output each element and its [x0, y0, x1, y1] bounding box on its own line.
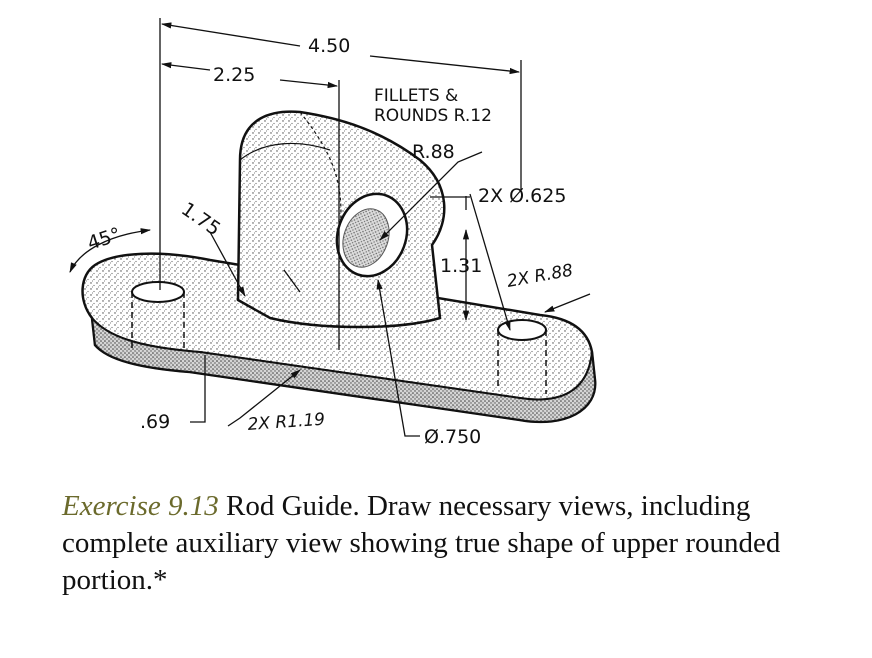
dim-angle: 45°	[85, 223, 124, 254]
dim-upright-height: 1.75	[177, 198, 224, 240]
dim-half-width: 2.25	[213, 64, 255, 86]
rod-guide-drawing: 4.50 2.25 FILLETS & ROUNDS R.12 R.88 2X …	[69, 18, 597, 448]
exercise-description: Draw necessary views, including complete…	[62, 490, 781, 596]
dim-base-thickness: .69	[140, 411, 170, 433]
note-fillets-line1: FILLETS &	[374, 86, 458, 106]
dim-holes: 2X Ø.625	[478, 185, 566, 207]
exercise-title: Rod Guide.	[218, 490, 360, 522]
bore	[335, 192, 409, 278]
dim-bore-diameter: Ø.750	[424, 426, 481, 448]
left-hole	[131, 281, 185, 352]
dim-hole-height: 1.31	[440, 255, 482, 277]
exercise-label: Exercise 9.13	[62, 490, 219, 522]
exercise-caption: Exercise 9.13 Rod Guide. Draw necessary …	[62, 488, 852, 599]
dimension-lines	[69, 18, 591, 437]
dim-end-radius: 2X R.88	[505, 261, 574, 292]
dim-overall-width: 4.50	[308, 35, 350, 57]
note-fillets-line2: ROUNDS R.12	[374, 106, 492, 126]
dim-boss-radius: 2X R1.19	[247, 410, 326, 435]
dim-upright-radius: R.88	[412, 141, 455, 163]
